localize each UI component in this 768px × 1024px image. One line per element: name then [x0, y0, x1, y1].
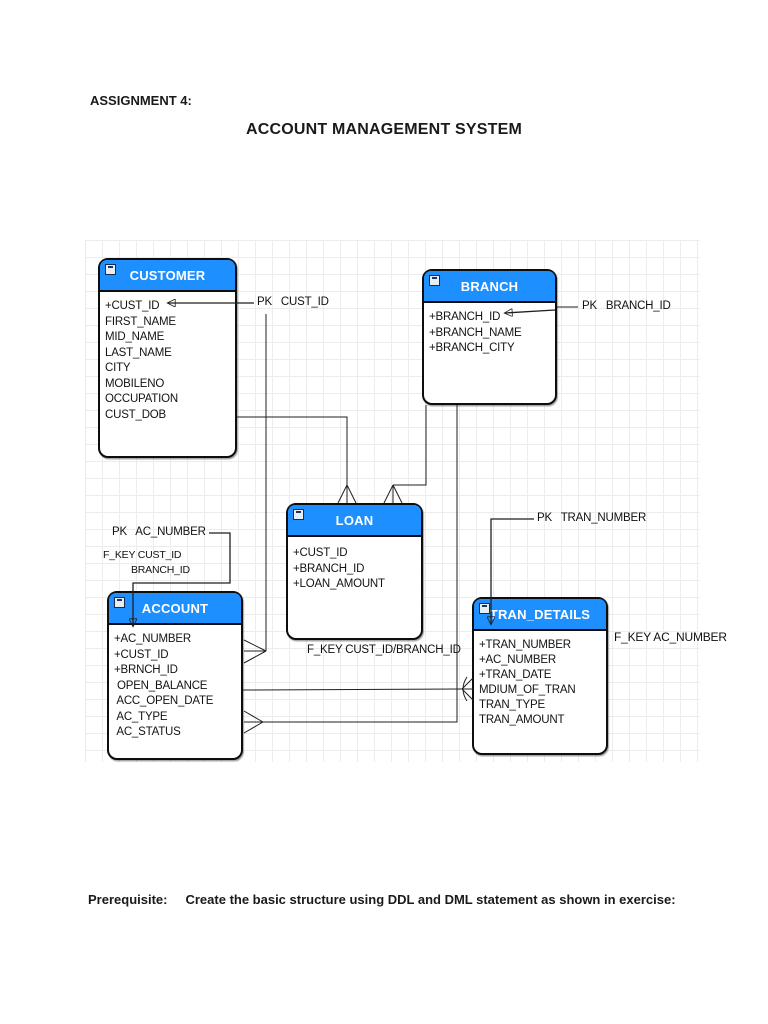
field-city: CITY: [105, 362, 131, 374]
field-tran-number: +TRAN_NUMBER: [479, 639, 571, 651]
entity-branch: BRANCH +BRANCH_ID +BRANCH_NAME +BRANCH_C…: [422, 269, 557, 405]
fkey-label-tran-details: F_KEY AC_NUMBER: [614, 630, 727, 644]
prerequisite-text: Create the basic structure using DDL and…: [185, 892, 676, 907]
fkey-label-account-line1: F_KEY CUST_ID: [103, 549, 182, 561]
field-brnch-id: +BRNCH_ID: [114, 664, 178, 676]
assignment-heading: ASSIGNMENT 4:: [90, 93, 192, 108]
prerequisite-label: Prerequisite:: [88, 892, 168, 907]
prerequisite-line: Prerequisite: Create the basic structure …: [88, 892, 676, 907]
field-branch-city: +BRANCH_CITY: [429, 342, 515, 354]
field-tran-type: TRAN_TYPE: [479, 699, 545, 712]
field-mid-name: MID_NAME: [105, 331, 165, 343]
minimize-icon: [429, 275, 440, 286]
entity-tran-details-title: TRAN_DETAILS: [489, 606, 591, 622]
entity-branch-header: BRANCH: [424, 271, 555, 303]
entity-loan: LOAN +CUST_ID +BRANCH_ID +LOAN_AMOUNT: [286, 503, 423, 640]
entity-customer: CUSTOMER +CUST_ID FIRST_NAME MID_NAME LA…: [98, 258, 237, 458]
field-cust-dob: CUST_DOB: [105, 408, 167, 421]
minimize-bar: [432, 277, 437, 279]
entity-branch-title: BRANCH: [460, 278, 519, 294]
field-cust-id: +CUST_ID: [105, 300, 160, 312]
entity-tran-details-fields: +TRAN_NUMBER +AC_NUMBER +TRAN_DATE MDIUM…: [474, 631, 606, 729]
pk-label-tran-details: PK TRAN_NUMBER: [537, 512, 647, 524]
entity-tran-details: TRAN_DETAILS +TRAN_NUMBER +AC_NUMBER +TR…: [472, 597, 608, 755]
entity-account-title: ACCOUNT: [141, 600, 209, 616]
field-cust-id: +CUST_ID: [114, 648, 169, 661]
minimize-icon: [105, 264, 116, 275]
field-ac-number: +AC_NUMBER: [114, 633, 191, 645]
field-branch-name: +BRANCH_NAME: [429, 326, 522, 339]
fkey-label-account-line2: BRANCH_ID: [131, 564, 190, 576]
pk-label-branch: PK BRANCH_ID: [582, 300, 671, 312]
field-acc-open-date: ACC_OPEN_DATE: [114, 695, 214, 707]
field-open-balance: OPEN_BALANCE: [114, 679, 208, 692]
minimize-icon: [293, 509, 304, 520]
entity-account: ACCOUNT +AC_NUMBER +CUST_ID +BRNCH_ID OP…: [107, 591, 243, 760]
field-branch-id: +BRANCH_ID: [293, 562, 365, 575]
entity-branch-fields: +BRANCH_ID +BRANCH_NAME +BRANCH_CITY: [424, 303, 555, 357]
pk-label-customer: PK CUST_ID: [257, 296, 329, 308]
field-last-name: LAST_NAME: [105, 346, 172, 359]
minimize-bar: [296, 511, 301, 513]
pk-label-account: PK AC_NUMBER: [112, 526, 206, 538]
field-first-name: FIRST_NAME: [105, 315, 176, 328]
entity-loan-title: LOAN: [335, 512, 374, 528]
entity-account-fields: +AC_NUMBER +CUST_ID +BRNCH_ID OPEN_BALAN…: [109, 625, 241, 741]
minimize-icon: [114, 597, 125, 608]
page-title: ACCOUNT MANAGEMENT SYSTEM: [245, 121, 523, 138]
field-tran-amount: TRAN_AMOUNT: [479, 714, 565, 727]
entity-loan-fields: +CUST_ID +BRANCH_ID +LOAN_AMOUNT: [288, 537, 421, 593]
entity-loan-header: LOAN: [288, 505, 421, 537]
entity-customer-title: CUSTOMER: [129, 267, 206, 283]
field-tran-date: +TRAN_DATE: [479, 669, 552, 682]
field-mobileno: MOBILENO: [105, 377, 165, 390]
field-branch-id: +BRANCH_ID: [429, 311, 501, 323]
entity-customer-fields: +CUST_ID FIRST_NAME MID_NAME LAST_NAME C…: [100, 292, 235, 423]
entity-tran-details-header: TRAN_DETAILS: [474, 599, 606, 631]
minimize-icon: [479, 603, 490, 614]
entity-account-header: ACCOUNT: [109, 593, 241, 625]
fkey-label-loan: F_KEY CUST_ID/BRANCH_ID: [307, 644, 461, 656]
field-occupation: OCCUPATION: [105, 393, 178, 405]
entity-customer-header: CUSTOMER: [100, 260, 235, 292]
field-ac-type: AC_TYPE: [114, 710, 168, 723]
minimize-bar: [117, 599, 122, 601]
field-mdium-of-tran: MDIUM_OF_TRAN: [479, 684, 576, 697]
minimize-bar: [482, 605, 487, 607]
field-cust-id: +CUST_ID: [293, 547, 348, 559]
field-ac-number: +AC_NUMBER: [479, 654, 556, 667]
field-loan-amount: +LOAN_AMOUNT: [293, 578, 385, 590]
field-ac-status: AC_STATUS: [114, 726, 181, 738]
minimize-bar: [108, 266, 113, 268]
